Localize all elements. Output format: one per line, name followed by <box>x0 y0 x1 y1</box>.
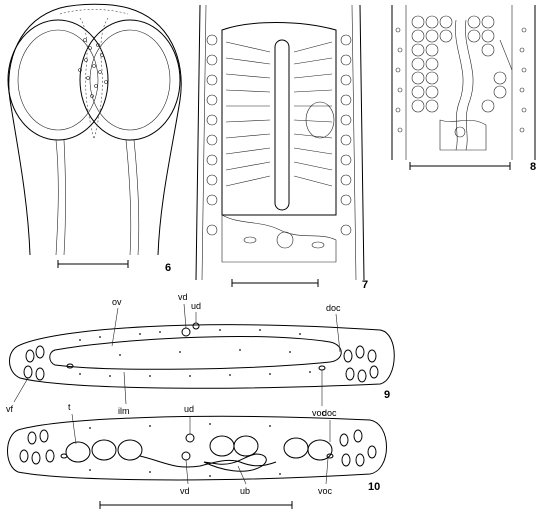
figure-8-posterior-section: 8 <box>391 5 536 173</box>
figure-number-9: 9 <box>384 389 390 401</box>
label-ud-10: ud <box>184 404 194 414</box>
central-organ <box>274 39 290 211</box>
lateral-lobes-left <box>225 41 271 187</box>
label-doc-10: doc <box>322 408 337 418</box>
label-ov-9: ov <box>112 297 122 307</box>
median-gland-dots <box>78 38 108 98</box>
lateral-lobes-right <box>293 41 333 187</box>
uterine-bulb-10 <box>139 455 277 468</box>
label-vd-9: vd <box>178 292 188 302</box>
ovary-9 <box>49 336 342 370</box>
figure-number-10: 10 <box>368 481 380 493</box>
vitelline-follicles-10 <box>19 429 377 467</box>
figure-number-8: 8 <box>530 161 536 173</box>
label-t-10: t <box>68 402 71 412</box>
testes-10 <box>65 435 333 463</box>
label-voc-10: voc <box>318 486 333 496</box>
egg-cluster-8 <box>411 15 507 113</box>
label-ub-10: ub <box>240 486 250 496</box>
label-vd-10: vd <box>180 486 190 496</box>
figure-number-6: 6 <box>165 262 171 274</box>
stipple-10 <box>89 423 281 477</box>
figure-9-cross-section: ov vd ud doc vf ilm voc 9 <box>6 292 395 418</box>
stipple-9 <box>79 329 311 377</box>
figure-7-mid-body: 7 <box>195 4 368 291</box>
vitelline-follicles-7 <box>206 34 352 236</box>
vitelline-follicles-9 <box>23 345 379 383</box>
label-doc-9: doc <box>326 303 341 313</box>
figure-number-7: 7 <box>362 279 368 291</box>
figure-6-anterior-end: 6 <box>7 3 182 274</box>
label-ud-9: ud <box>191 301 201 311</box>
label-ilm-9: ilm <box>118 406 130 416</box>
vitelline-dots-8 <box>395 27 527 133</box>
label-vf-9: vf <box>6 404 14 414</box>
figure-10-cross-section: t ud doc vd ub voc 10 <box>7 402 387 509</box>
label-voc-9: voc <box>312 408 327 418</box>
